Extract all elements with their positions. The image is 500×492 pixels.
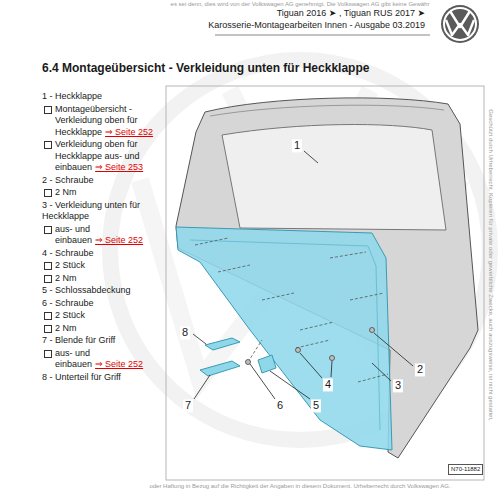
callout-number: 7 [183, 399, 193, 412]
page-link: ⇒ Seite 252 [95, 235, 143, 245]
tailgate-window [222, 125, 446, 230]
handle-trim [200, 361, 240, 376]
leader-line [300, 353, 322, 378]
part-note: aus- und einbauen [55, 224, 92, 246]
list-heading: 1 - Heckklappe [42, 91, 164, 103]
part-name: 7 - Blende für Griff [42, 335, 115, 345]
list-heading: 7 - Blende für Griff [42, 335, 164, 347]
watermark-text: es sei denn, dies wird von der Volkswage… [171, 1, 430, 8]
leader-line [372, 363, 391, 381]
list-heading: 4 - Schraube [42, 248, 164, 260]
list-bullet: aus- und einbauen⇒ Seite 252 [42, 224, 164, 247]
leader-line [270, 371, 310, 399]
list-heading: 6 - Schraube [42, 298, 164, 310]
part-name: 5 - Schlossabdeckung [42, 285, 131, 295]
leader-line [331, 361, 332, 377]
trim-contour [190, 240, 380, 430]
callout-number: 3 [393, 379, 403, 392]
header-text: Tiguan 2016 ➤ , Tiguan RUS 2017 ➤ [277, 8, 425, 19]
leader-line [194, 375, 210, 399]
list-bullet: 2 Nm [42, 323, 164, 335]
list-bullet: Verkleidung oben für Heckklappe aus- und… [42, 139, 164, 174]
handle-lower-part [205, 338, 240, 350]
part-name: 8 - Unterteil für Griff [42, 372, 121, 382]
header-rule [215, 35, 430, 36]
part-name: 3 - Verkleidung unten für Heckklappe [42, 200, 140, 222]
part-note: aus- und einbauen [55, 348, 92, 370]
part-name: 4 - Schraube [42, 248, 94, 258]
callout-number: 2 [415, 363, 425, 376]
list-heading: 2 - Schraube [42, 175, 164, 187]
page-link: ⇒ Seite 252 [95, 359, 143, 369]
list-bullet: 2 Nm [42, 187, 164, 199]
figure-code: N70-11882 [448, 464, 483, 475]
part-name: 6 - Schraube [42, 298, 94, 308]
page-title: 6.4 Montageübersicht - Verkleidung unten… [42, 61, 369, 75]
part-note: 2 Stück [55, 260, 85, 270]
vw-logo [441, 5, 479, 43]
list-bullet: aus- und einbauen⇒ Seite 252 [42, 348, 164, 371]
lower-trim-panel [176, 227, 392, 450]
callout-number: 8 [180, 326, 190, 339]
part-name: 1 - Heckklappe [42, 91, 102, 101]
list-bullet: Montageübersicht - Verkleidung oben für … [42, 104, 164, 139]
spoiler-edge [210, 105, 444, 116]
page-link: ⇒ Seite 253 [95, 162, 143, 172]
fastener-axes [195, 238, 388, 382]
leader-line [193, 334, 206, 344]
callout-number: 6 [275, 399, 285, 412]
part-note: 2 Nm [55, 273, 77, 283]
list-heading: 5 - Schlossabdeckung [42, 285, 164, 297]
leader-line [374, 333, 413, 366]
callout-number: 1 [292, 139, 302, 152]
part-note: 2 Stück [55, 310, 85, 320]
diagram-frame [166, 86, 484, 480]
watermark-text: Geschützt durch Urheberrecht. Kopieren f… [486, 109, 493, 421]
leader-lines [193, 151, 413, 399]
header-text: Karosserie-Montagearbeiten Innen - Ausga… [208, 20, 425, 31]
list-heading: 3 - Verkleidung unten für Heckklappe [42, 200, 164, 223]
watermark-text: oder Haftung in Bezug auf die Richtigkei… [149, 483, 450, 490]
leader-line [304, 151, 318, 163]
callout-number: 5 [311, 399, 321, 412]
leader-line [250, 364, 275, 399]
part-name: 2 - Schraube [42, 175, 94, 185]
parts-list: 1 - HeckklappeMontageübersicht - Verklei… [42, 91, 164, 384]
page-link: ⇒ Seite 252 [105, 127, 153, 137]
tailgate [176, 98, 478, 458]
list-bullet: 2 Stück [42, 260, 164, 272]
part-note: 2 Nm [55, 187, 77, 197]
list-heading: 8 - Unterteil für Griff [42, 372, 164, 384]
lock-cover [258, 355, 276, 373]
part-note: 2 Nm [55, 323, 77, 333]
list-bullet: 2 Nm [42, 273, 164, 285]
callout-number: 4 [323, 378, 333, 391]
list-bullet: 2 Stück [42, 310, 164, 322]
